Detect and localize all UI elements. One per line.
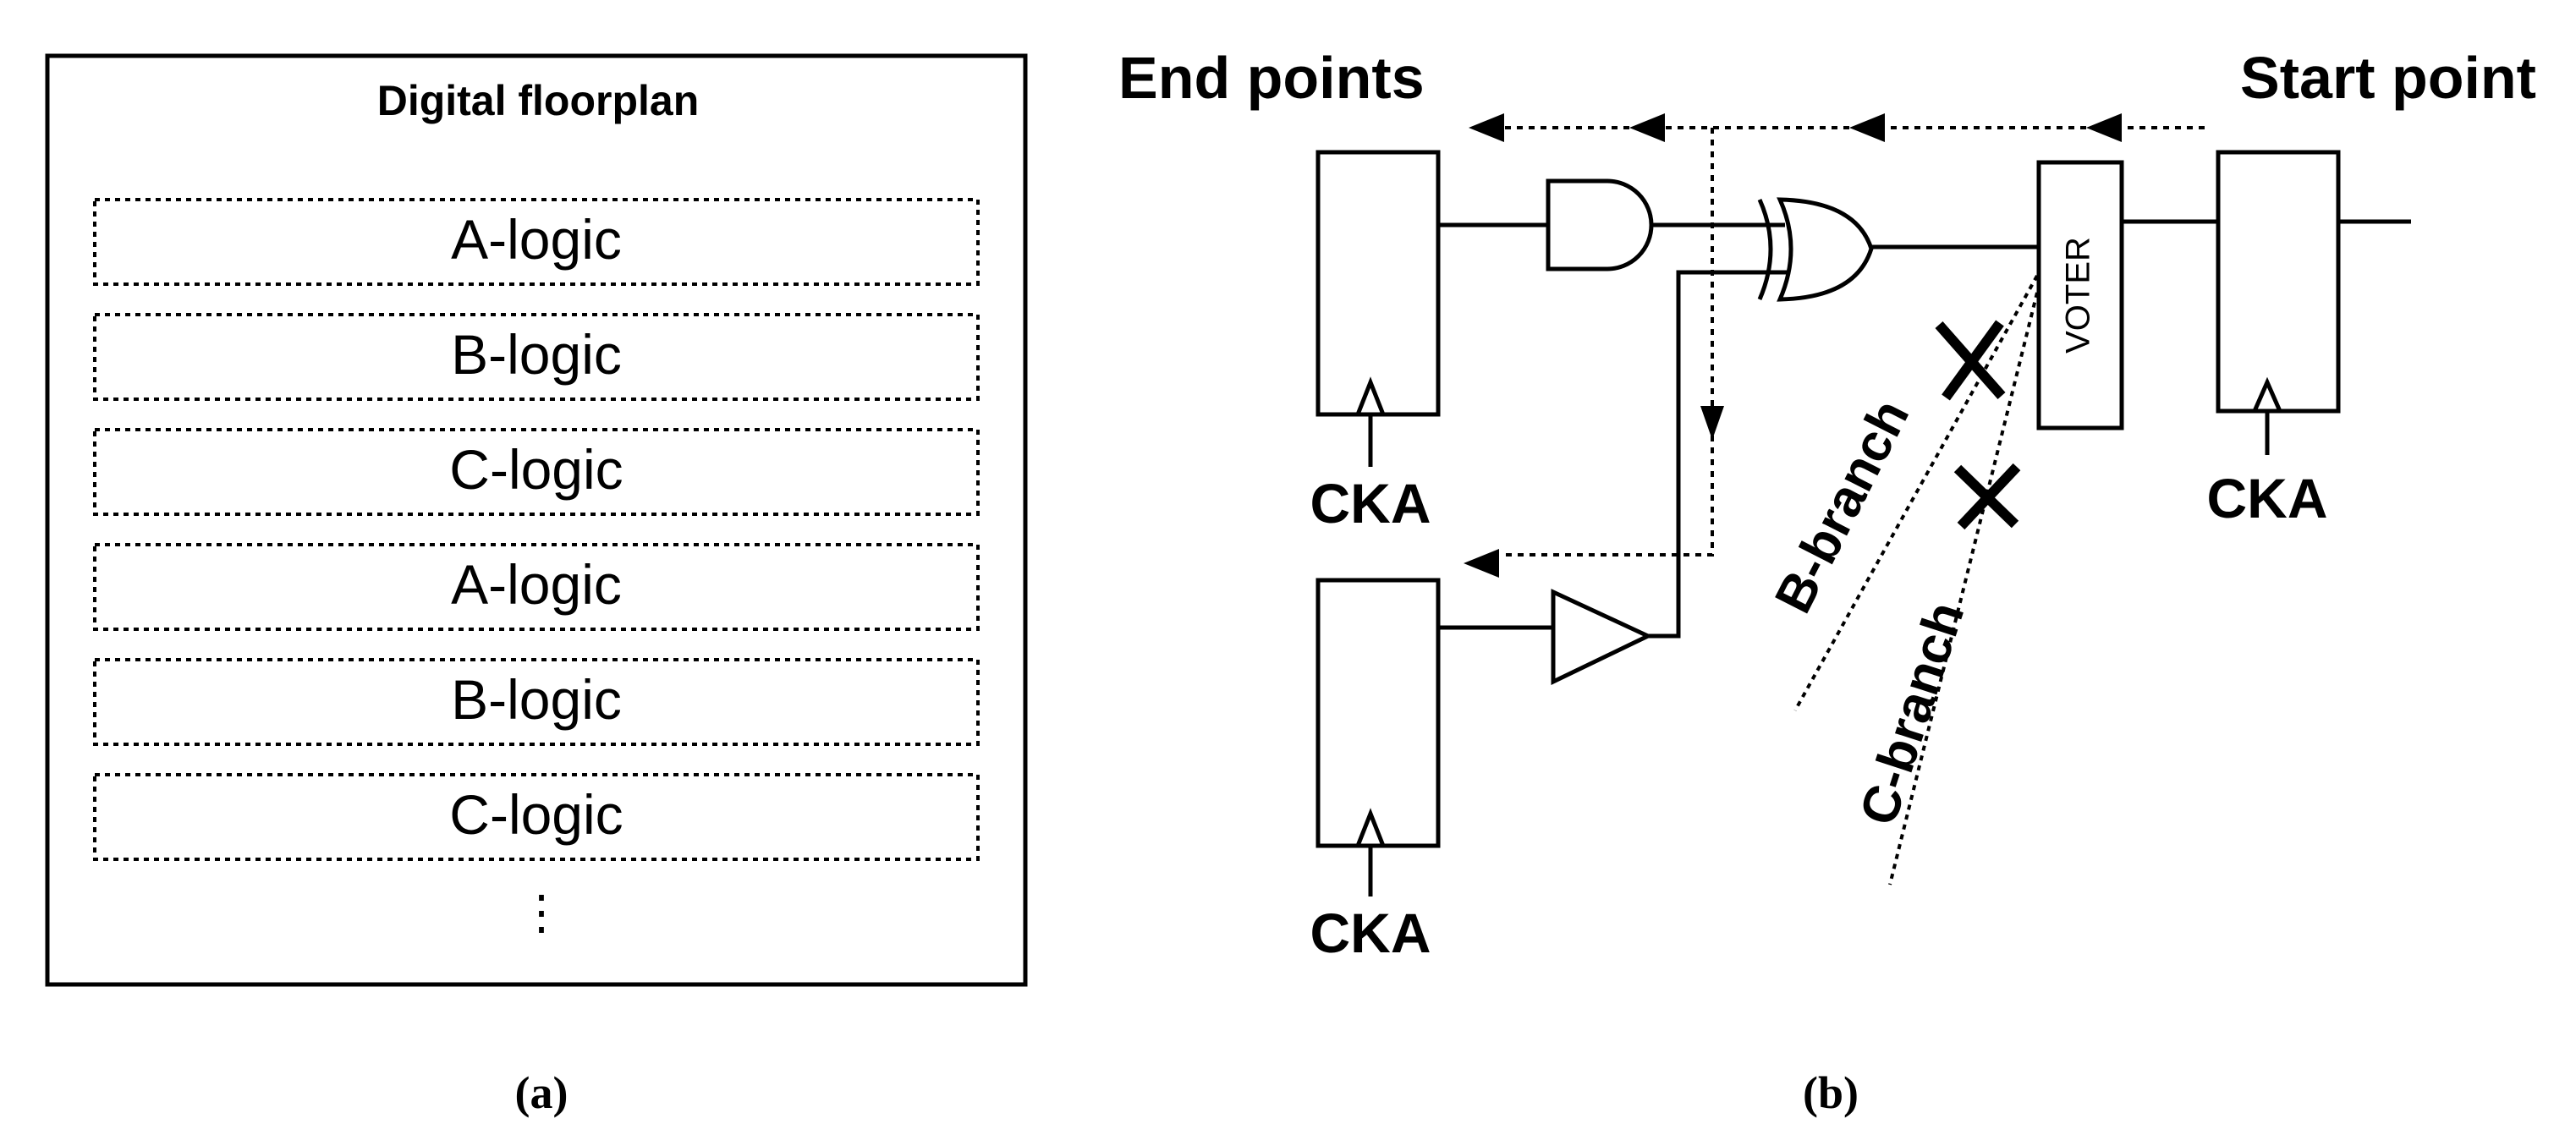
arrow-left-icon xyxy=(2086,113,2122,142)
arrow-left-icon xyxy=(1464,549,1499,578)
voter-label: VOTER xyxy=(2060,237,2097,354)
start-point-label: Start point xyxy=(2240,45,2536,111)
x-mark-icon xyxy=(1953,463,2021,530)
clock-label: CKA xyxy=(1310,472,1431,535)
end-points-label: End points xyxy=(1118,45,1425,111)
logic-row: C-logic xyxy=(93,773,980,861)
x-mark-icon xyxy=(1935,320,2006,401)
end-flip-flop: CKA xyxy=(1310,578,1441,964)
caption-a: (a) xyxy=(515,1067,568,1118)
svg-text:A-logic: A-logic xyxy=(451,553,622,616)
svg-text:C-logic: C-logic xyxy=(449,783,623,846)
branch-lines xyxy=(1793,275,2039,886)
c-branch-line xyxy=(1888,292,2039,886)
b-branch-line xyxy=(1793,275,2039,711)
svg-text:B-logic: B-logic xyxy=(451,668,622,731)
floorplan-title: Digital floorplan xyxy=(377,77,700,124)
and-gate xyxy=(1546,178,1654,271)
arrow-down-icon xyxy=(1700,406,1724,440)
clock-label: CKA xyxy=(1310,902,1431,964)
b-branch-label: B-branch xyxy=(1764,391,1920,622)
xor-gate xyxy=(1757,197,1874,302)
panel-a: Digital floorplan A-logic B-logic C-logi… xyxy=(45,53,1028,1118)
voter-block: VOTER xyxy=(2036,160,2218,430)
c-branch-label: C-branch xyxy=(1849,595,1976,832)
floorplan-frame xyxy=(45,53,1028,987)
caption-b: (b) xyxy=(1803,1067,1859,1118)
end-flip-flop: CKA xyxy=(1310,150,1441,535)
datapath-wires xyxy=(1438,222,1787,639)
arrow-left-icon xyxy=(1849,113,1885,142)
buffer-gate xyxy=(1551,589,1653,685)
clock-label: CKA xyxy=(2207,467,2328,529)
panel-b: End points Start point CKA xyxy=(1118,45,2536,1118)
arrow-left-icon xyxy=(1629,113,1665,142)
logic-row: B-logic xyxy=(93,658,980,746)
timing-arrowheads xyxy=(1464,113,2122,578)
start-flip-flop: CKA xyxy=(2207,150,2411,529)
logic-row: A-logic xyxy=(93,543,980,631)
timing-path-top xyxy=(1504,126,2205,557)
logic-row: B-logic xyxy=(93,313,980,401)
svg-text:B-logic: B-logic xyxy=(451,323,622,386)
continuation-ellipsis: ⋮ xyxy=(518,886,565,939)
arrow-left-icon xyxy=(1469,113,1504,142)
logic-row: A-logic xyxy=(93,198,980,286)
svg-text:C-logic: C-logic xyxy=(449,438,623,501)
svg-text:A-logic: A-logic xyxy=(451,208,622,271)
logic-row: C-logic xyxy=(93,428,980,516)
